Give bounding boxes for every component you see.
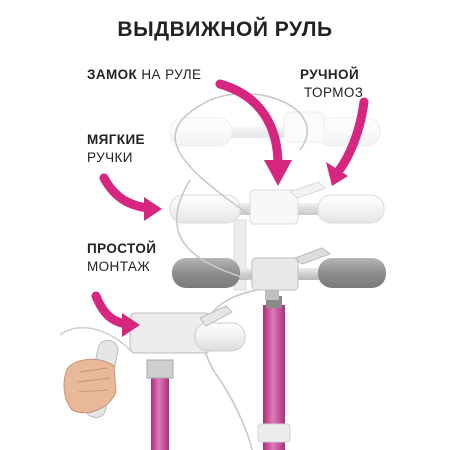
page-title: ВЫДВИЖНОЙ РУЛЬ	[117, 18, 333, 41]
callout-grips-bold: МЯГКИЕ	[87, 132, 145, 147]
handlebar-ghost-top	[169, 111, 381, 147]
small-handlebar	[129, 305, 246, 450]
callout-lock: ЗАМОК НА РУЛЕ	[87, 66, 201, 84]
callout-lock-normal: НА РУЛЕ	[141, 67, 202, 82]
callout-grips: МЯГКИЕ РУЧКИ	[87, 131, 145, 167]
callout-lock-bold: ЗАМОК	[87, 67, 138, 82]
arrow-heads	[122, 160, 348, 337]
callout-grips-normal: РУЧКИ	[87, 150, 133, 165]
callout-brake: РУЧНОЙ ТОРМОЗ	[300, 66, 363, 102]
callout-mount-bold: ПРОСТОЙ	[87, 241, 157, 256]
main-stem	[257, 296, 291, 450]
hand-illustration	[59, 327, 131, 419]
callout-mount: ПРОСТОЙ МОНТАЖ	[87, 240, 156, 276]
handlebar-dark	[172, 247, 386, 300]
handlebar-light	[169, 181, 385, 291]
callout-mount-normal: МОНТАЖ	[87, 259, 151, 274]
callout-brake-normal: ТОРМОЗ	[304, 85, 364, 100]
callout-brake-bold: РУЧНОЙ	[300, 67, 360, 82]
brake-cables	[174, 92, 308, 450]
